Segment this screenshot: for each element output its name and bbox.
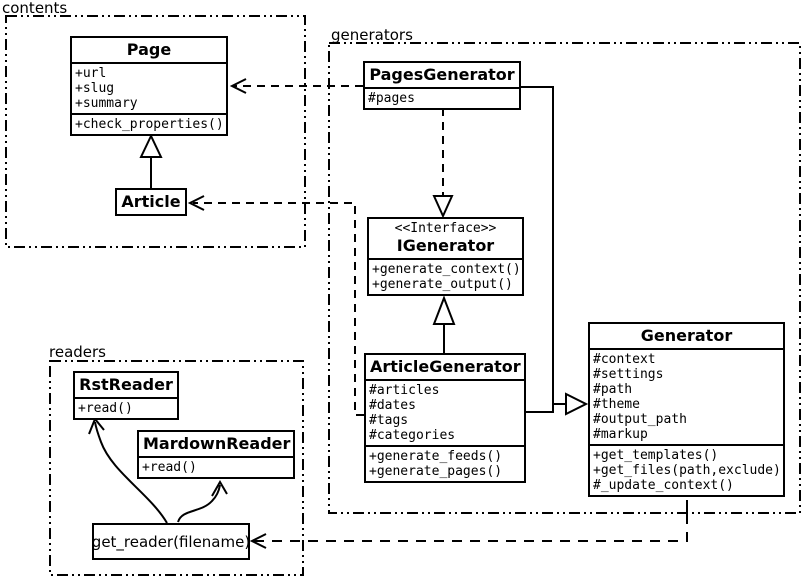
contents-package-label: contents	[2, 0, 68, 17]
class-article-title: Article	[121, 192, 181, 211]
method: +generate_output()	[372, 277, 513, 292]
get-reader-label: get_reader(filename)	[91, 532, 251, 551]
class-igenerator-title: IGenerator	[369, 236, 522, 260]
class-igenerator-stereotype: <<Interface>>	[394, 221, 497, 236]
attribute: +summary	[75, 96, 138, 111]
attribute: #pages	[368, 91, 415, 106]
method: #_update_context()	[593, 478, 734, 493]
attribute: #articles	[369, 383, 440, 398]
class-article: Article	[115, 188, 187, 216]
open-arrowhead	[187, 195, 205, 211]
attribute: #theme	[593, 397, 640, 412]
class-page-attributes: +url +slug +summary	[72, 64, 226, 115]
open-arrowhead	[249, 533, 267, 549]
class-pagesgenerator: PagesGenerator #pages	[363, 61, 521, 110]
inheritance-articlegenerator-to-igenerator	[432, 295, 456, 353]
dependency-pagesgenerator-to-page	[229, 78, 363, 94]
class-igenerator: <<Interface>> IGenerator +generate_conte…	[367, 217, 524, 296]
attribute: #output_path	[593, 412, 687, 427]
method: +get_templates()	[593, 448, 719, 463]
class-generator-methods: +get_templates() +get_files(path,exclude…	[590, 446, 783, 495]
class-igenerator-methods: +generate_context() +generate_output()	[369, 260, 522, 294]
class-articlegenerator-methods: +generate_feeds() +generate_pages()	[366, 447, 524, 481]
class-rstreader-methods: +read()	[75, 399, 177, 418]
method: +get_files(path,exclude)	[593, 463, 781, 478]
generators-package-label: generators	[331, 26, 413, 44]
attribute: #settings	[593, 367, 664, 382]
curve-getreader-to-mardownreader	[177, 480, 228, 523]
open-arrowhead	[211, 480, 228, 497]
attribute: +url	[75, 66, 107, 81]
inheritance-generators-to-generator	[521, 86, 589, 416]
attribute: #markup	[593, 427, 648, 442]
method: +read()	[142, 460, 197, 475]
method: +generate_context()	[372, 262, 521, 277]
class-page-title: Page	[72, 38, 226, 64]
class-pagesgenerator-title: PagesGenerator	[365, 63, 519, 89]
class-generator: Generator #context #settings #path #them…	[588, 322, 785, 497]
class-articlegenerator-attributes: #articles #dates #tags #categories	[366, 381, 524, 447]
method: +generate_pages()	[369, 464, 503, 479]
class-page: Page +url +slug +summary +check_properti…	[70, 36, 228, 136]
class-page-methods: +check_properties()	[72, 115, 226, 134]
class-articlegenerator: ArticleGenerator #articles #dates #tags …	[364, 353, 526, 483]
method: +check_properties()	[75, 117, 224, 132]
class-mardownreader-methods: +read()	[139, 458, 293, 477]
attribute: +slug	[75, 81, 115, 96]
class-mardownreader: MardownReader +read()	[137, 430, 295, 479]
dependency-generator-to-getreader	[249, 500, 688, 549]
class-generator-title: Generator	[590, 324, 783, 350]
contents-package-border	[5, 15, 306, 248]
class-rstreader: RstReader +read()	[73, 371, 179, 420]
get-reader-box: get_reader(filename)	[92, 523, 250, 560]
class-rstreader-title: RstReader	[75, 373, 177, 399]
attribute: #context	[593, 352, 656, 367]
attribute: #path	[593, 382, 633, 397]
readers-package-label: readers	[49, 343, 106, 361]
class-pagesgenerator-attributes: #pages	[365, 89, 519, 108]
realization-pagesgenerator-to-igenerator	[432, 108, 454, 219]
class-mardownreader-title: MardownReader	[139, 432, 293, 458]
dependency-articlegenerator-to-article	[187, 195, 364, 416]
open-arrowhead	[229, 78, 247, 94]
class-articlegenerator-title: ArticleGenerator	[366, 355, 524, 381]
attribute: #tags	[369, 413, 409, 428]
method: +read()	[78, 401, 133, 416]
attribute: #dates	[369, 398, 416, 413]
attribute: #categories	[369, 428, 456, 443]
method: +generate_feeds()	[369, 449, 503, 464]
inheritance-article-to-page	[139, 133, 163, 188]
generators-package-border	[328, 42, 801, 514]
class-generator-attributes: #context #settings #path #theme #output_…	[590, 350, 783, 446]
readers-package-border	[49, 360, 304, 576]
